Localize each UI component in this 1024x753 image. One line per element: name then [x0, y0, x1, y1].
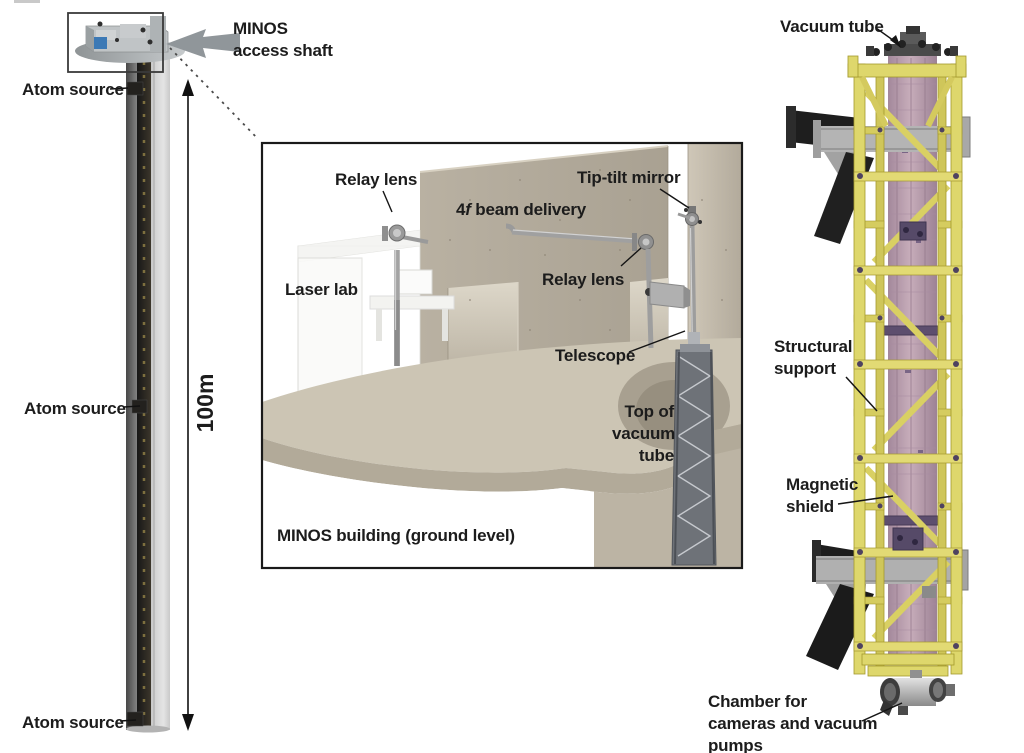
- right-structure-render: [786, 26, 971, 722]
- label-minos-building: MINOS building (ground level): [277, 526, 515, 545]
- label-telescope: Telescope: [555, 346, 636, 365]
- label-magnetic-shield: Magnetic shield: [786, 475, 859, 517]
- left-shaft-render: [67, 12, 259, 733]
- callout-dotted-line: [169, 47, 259, 140]
- label-relay-lens-mid: Relay lens: [542, 270, 625, 289]
- label-atom-source-bottom: Atom source: [22, 713, 124, 732]
- right-leader-lines: [837, 27, 903, 722]
- access-shaft-arrow: [166, 29, 240, 58]
- label-structural-support: Structural support: [774, 337, 853, 379]
- tube-top-fittings: [866, 26, 958, 56]
- telescope-body: [649, 281, 685, 309]
- label-access-shaft: MINOS access shaft: [233, 19, 333, 61]
- zoom-box: [67, 12, 164, 73]
- inset-render: [260, 141, 744, 570]
- label-atom-source-top: Atom source: [22, 80, 124, 99]
- label-relay-lens-top: Relay lens: [335, 170, 418, 189]
- atom-source-devices: [109, 81, 148, 727]
- label-vacuum-tube: Vacuum tube: [780, 17, 884, 36]
- label-top-of-vacuum-tube: Top of vacuum tube: [612, 402, 676, 466]
- beam-delivery-optics: [382, 206, 702, 366]
- inset-border: [260, 141, 744, 570]
- laser-hut-blue: [94, 37, 107, 49]
- label-height-100m: 100m: [191, 373, 218, 433]
- inset-vacuum-tube-truss: [671, 225, 717, 566]
- label-chamber: Chamber for cameras and vacuum pumps: [708, 692, 878, 753]
- camera-pump-chamber: [880, 670, 955, 716]
- ground-slab: [262, 338, 742, 474]
- height-arrow: [182, 79, 194, 731]
- label-tip-tilt-mirror: Tip-tilt mirror: [577, 168, 681, 187]
- label-atom-source-mid: Atom source: [24, 399, 126, 418]
- structural-support-truss: [847, 55, 967, 677]
- inset-leader-lines: [382, 188, 690, 353]
- label-beam-delivery: 4f beam delivery: [456, 200, 587, 219]
- crop-smudge: [14, 0, 40, 3]
- label-laser-lab: Laser lab: [285, 280, 358, 299]
